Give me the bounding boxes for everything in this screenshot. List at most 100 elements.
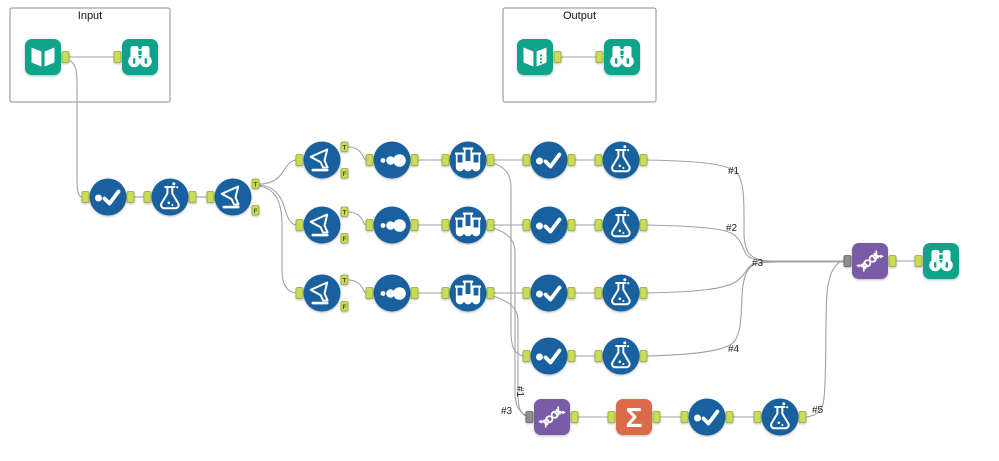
connection-anchor[interactable]	[570, 411, 579, 423]
connection-anchor[interactable]	[441, 219, 450, 231]
connection-anchor[interactable]	[843, 255, 852, 267]
connection-anchor[interactable]	[486, 154, 495, 166]
select-tool-4[interactable]	[522, 274, 576, 312]
connection-anchor[interactable]	[567, 219, 576, 231]
connection-wire[interactable]	[646, 159, 844, 262]
output-data-tool[interactable]	[517, 39, 562, 75]
connection-anchor[interactable]	[340, 274, 349, 285]
connection-anchor[interactable]	[652, 411, 661, 423]
select-tool-2[interactable]	[522, 141, 576, 179]
connection-wire[interactable]	[258, 185, 297, 294]
summarize-tool[interactable]: Σ	[607, 399, 661, 435]
connection-anchor[interactable]	[441, 154, 450, 166]
filter-tool-1[interactable]: TF	[206, 178, 260, 216]
connection-anchor[interactable]	[522, 287, 531, 299]
connection-anchor[interactable]	[594, 219, 603, 231]
connection-wire[interactable]	[347, 146, 367, 161]
create-samples-tool-2[interactable]	[441, 206, 495, 244]
connection-wire[interactable]	[258, 159, 297, 185]
filter-tool-4[interactable]: TF	[295, 274, 349, 312]
connection-anchor[interactable]	[251, 205, 260, 216]
filter-tool-2[interactable]: TF	[295, 141, 349, 179]
formula-tool-1[interactable]	[143, 178, 197, 216]
formula-tool-2[interactable]	[594, 141, 648, 179]
connection-wire[interactable]	[492, 295, 527, 417]
connection-anchor[interactable]	[365, 287, 374, 299]
connection-anchor[interactable]	[486, 287, 495, 299]
formula-tool-3[interactable]	[594, 206, 648, 244]
connection-wire[interactable]	[646, 224, 844, 262]
connection-anchor[interactable]	[143, 191, 152, 203]
connection-wire[interactable]	[258, 184, 297, 226]
browse-tool-2[interactable]	[595, 39, 640, 75]
connection-anchor[interactable]	[567, 287, 576, 299]
connection-anchor[interactable]	[725, 411, 734, 423]
connection-anchor[interactable]	[567, 154, 576, 166]
connection-wire[interactable]	[492, 227, 527, 416]
connection-anchor[interactable]	[680, 411, 689, 423]
connection-wire[interactable]	[67, 59, 83, 198]
connection-anchor[interactable]	[486, 219, 495, 231]
connection-anchor[interactable]	[61, 51, 70, 63]
connection-anchor[interactable]	[81, 191, 90, 203]
union-tool-1[interactable]	[525, 399, 579, 435]
connection-anchor[interactable]	[365, 219, 374, 231]
connection-anchor[interactable]	[340, 301, 349, 312]
connection-anchor[interactable]	[594, 154, 603, 166]
connection-anchor[interactable]	[594, 287, 603, 299]
connection-anchor[interactable]	[295, 287, 304, 299]
select-tool-3[interactable]	[522, 206, 576, 244]
connection-anchor[interactable]	[753, 411, 762, 423]
connection-wire[interactable]	[646, 261, 844, 357]
connection-anchor[interactable]	[206, 191, 215, 203]
connection-wire[interactable]	[347, 279, 367, 294]
create-samples-tool-3[interactable]	[441, 274, 495, 312]
connection-wire[interactable]	[805, 260, 845, 418]
connection-anchor[interactable]	[525, 411, 534, 423]
connection-anchor[interactable]	[340, 206, 349, 217]
select-tool-6[interactable]	[680, 398, 734, 436]
connection-anchor[interactable]	[365, 154, 374, 166]
union-tool-2[interactable]	[843, 243, 897, 279]
connection-anchor[interactable]	[441, 287, 450, 299]
formula-tool-4[interactable]	[594, 274, 648, 312]
filter-tool-3[interactable]: TF	[295, 206, 349, 244]
connection-anchor[interactable]	[410, 219, 419, 231]
connection-anchor[interactable]	[914, 255, 923, 267]
connection-anchor[interactable]	[522, 154, 531, 166]
formula-tool-5[interactable]	[594, 337, 648, 375]
connection-anchor[interactable]	[594, 350, 603, 362]
browse-tool-3[interactable]	[914, 243, 959, 279]
connection-anchor[interactable]	[113, 51, 122, 63]
select-tool-5[interactable]	[522, 337, 576, 375]
sample-tool-1[interactable]	[365, 141, 419, 179]
connection-anchor[interactable]	[251, 178, 260, 189]
connection-wire[interactable]	[646, 261, 844, 294]
connection-wire[interactable]	[492, 162, 524, 357]
connection-anchor[interactable]	[126, 191, 135, 203]
connection-anchor[interactable]	[295, 154, 304, 166]
connection-anchor[interactable]	[553, 51, 562, 63]
input-container[interactable]	[9, 7, 171, 103]
input-data-tool[interactable]	[25, 39, 70, 75]
sample-tool-3[interactable]	[365, 274, 419, 312]
connection-anchor[interactable]	[607, 411, 616, 423]
connection-anchor[interactable]	[410, 154, 419, 166]
connection-anchor[interactable]	[410, 287, 419, 299]
output-container[interactable]	[502, 7, 657, 103]
connection-anchor[interactable]	[639, 350, 648, 362]
connection-anchor[interactable]	[340, 233, 349, 244]
connection-anchor[interactable]	[295, 219, 304, 231]
connection-anchor[interactable]	[639, 154, 648, 166]
connection-anchor[interactable]	[639, 219, 648, 231]
connection-anchor[interactable]	[595, 51, 604, 63]
connection-anchor[interactable]	[888, 255, 897, 267]
select-tool-1[interactable]	[81, 178, 135, 216]
connection-anchor[interactable]	[639, 287, 648, 299]
browse-tool-1[interactable]	[113, 39, 158, 75]
connection-anchor[interactable]	[340, 168, 349, 179]
connection-wire[interactable]	[347, 211, 367, 226]
connection-anchor[interactable]	[188, 191, 197, 203]
connection-anchor[interactable]	[340, 141, 349, 152]
connection-anchor[interactable]	[798, 411, 807, 423]
